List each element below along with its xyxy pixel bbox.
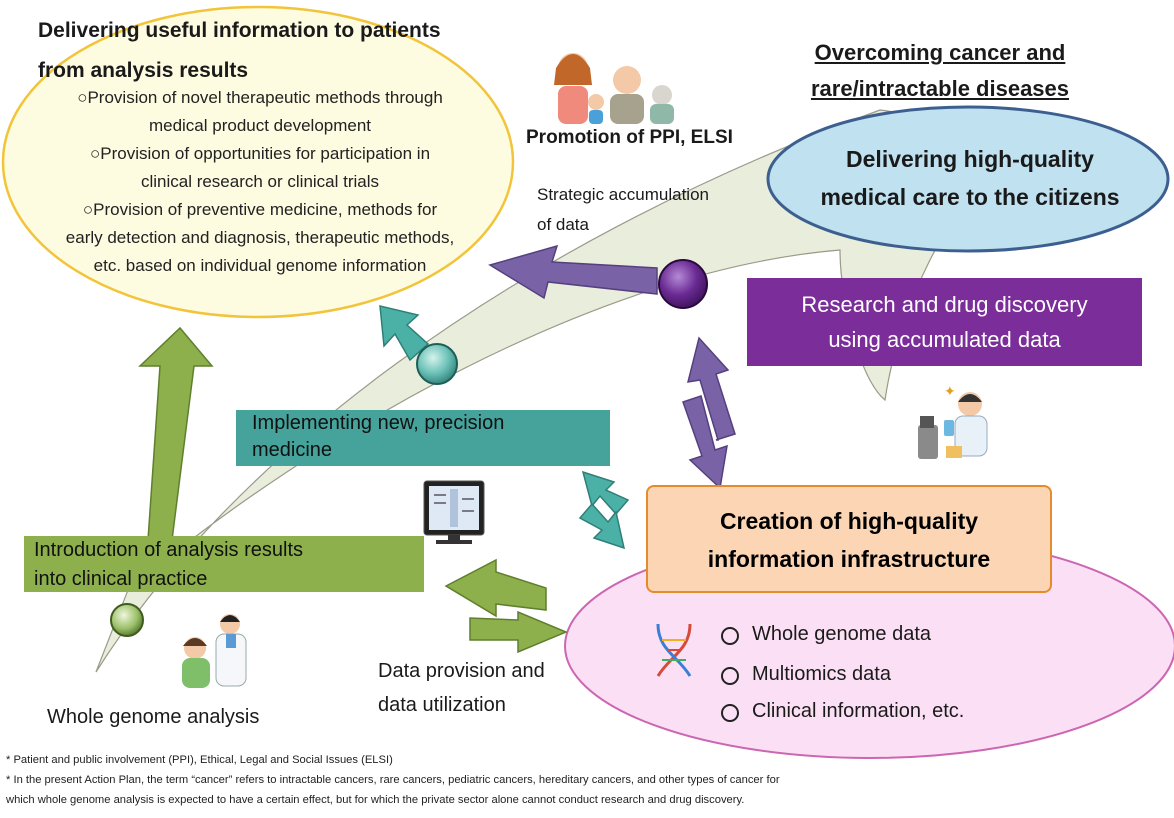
promotion-label: Promotion of PPI, ELSI (526, 127, 733, 148)
infrastructure-line2: information infrastructure (707, 546, 991, 572)
strategic-line2: of data (537, 215, 589, 234)
purple-down-arrow (682, 395, 728, 490)
researcher-illustration: ✦ (918, 383, 988, 459)
yellow-item-3a: ○Provision of preventive medicine, metho… (82, 200, 438, 219)
precision-medicine-box: Implementing new, precision medicine (236, 410, 610, 466)
useful-information-ellipse (1, 5, 515, 319)
footnote-ppi: * Patient and public involvement (PPI), … (6, 754, 393, 766)
research-box: Research and drug discovery using accumu… (747, 278, 1142, 366)
yellow-item-3c: etc. based on individual genome informat… (93, 256, 427, 275)
data-provision-line1: Data provision and (378, 660, 545, 682)
purple-up-arrow (686, 336, 736, 441)
yellow-heading-line2: from analysis results (38, 59, 249, 82)
citizens-text: Delivering high-quality medical care to … (770, 140, 1170, 216)
bullet-icon (721, 627, 739, 645)
svg-text:✦: ✦ (944, 383, 956, 399)
citizens-line2: medical care to the citizens (820, 184, 1120, 210)
teal-diagonal-arrow-down (578, 502, 626, 550)
precision-line1: Implementing new, precision (252, 412, 505, 434)
purple-left-arrow (488, 244, 658, 300)
strategic-accumulation-label: Strategic accumulation of data (537, 180, 709, 240)
data-provision-label: Data provision and data utilization (378, 654, 545, 722)
green-right-arrow (469, 610, 568, 654)
bullet-icon (721, 704, 739, 722)
purple-ball (658, 259, 708, 309)
yellow-item-2a: ○Provision of opportunities for particip… (89, 144, 431, 163)
teal-ball (416, 343, 458, 385)
goal-line1: Overcoming cancer and (814, 40, 1066, 65)
clinical-line2: into clinical practice (34, 568, 208, 590)
progress-swoosh (95, 109, 1001, 673)
doctor-patient-illustration (182, 614, 247, 688)
monitor-illustration (423, 480, 485, 544)
bullet-icon (721, 667, 739, 685)
teal-diagonal-arrow-up (581, 470, 630, 516)
data-list-item-2: Multiomics data (752, 663, 891, 685)
infrastructure-box: Creation of high-quality information inf… (646, 485, 1052, 593)
precision-line2: medicine (252, 439, 333, 461)
family-illustration (554, 53, 674, 124)
clinical-practice-box: Introduction of analysis results into cl… (24, 536, 424, 592)
infrastructure-line1: Creation of high-quality (719, 508, 979, 534)
strategic-line1: Strategic accumulation (537, 185, 709, 204)
footnote-cancer-1: * In the present Action Plan, the term “… (6, 774, 780, 786)
goal-heading: Overcoming cancer and rare/intractable d… (760, 35, 1120, 107)
research-line1: Research and drug discovery (801, 292, 1088, 317)
yellow-heading-line1: Delivering useful information to patient… (38, 19, 441, 42)
citizens-ellipse (766, 105, 1170, 253)
data-provision-line2: data utilization (378, 694, 506, 716)
dna-icon (656, 623, 692, 677)
teal-up-arrow (379, 305, 430, 362)
footnote-cancer-2: which whole genome analysis is expected … (6, 794, 745, 806)
yellow-item-1b: medical product development (148, 116, 372, 135)
yellow-item-2b: clinical research or clinical trials (140, 172, 380, 191)
research-line2: using accumulated data (828, 327, 1061, 352)
green-ball (110, 603, 144, 637)
green-left-arrow (444, 558, 547, 618)
data-list-item-1: Whole genome data (752, 623, 932, 645)
whole-genome-label: Whole genome analysis (47, 706, 260, 728)
data-list-item-3: Clinical information, etc. (752, 700, 965, 722)
goal-line2: rare/intractable diseases (810, 76, 1070, 101)
yellow-item-3b: early detection and diagnosis, therapeut… (65, 228, 455, 247)
yellow-item-1a: ○Provision of novel therapeutic methods … (77, 88, 443, 107)
green-up-arrow (138, 326, 214, 541)
clinical-line1: Introduction of analysis results (34, 539, 304, 561)
citizens-line1: Delivering high-quality (846, 146, 1094, 172)
